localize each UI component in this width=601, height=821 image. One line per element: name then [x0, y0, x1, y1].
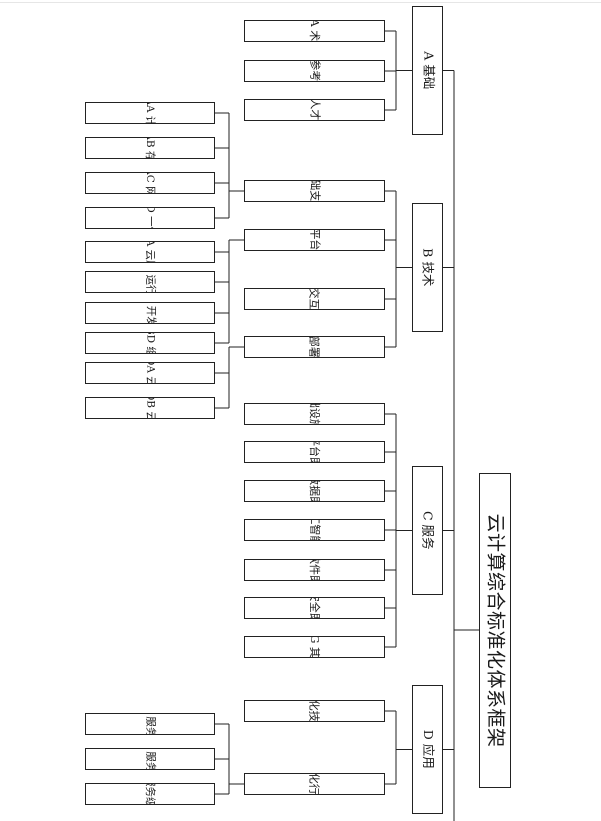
- node-eac-label: EAC 服务级别协议: [144, 784, 156, 804]
- node-ba-label: BA 基础支撑技术: [308, 181, 321, 201]
- node-c: C 服务: [412, 466, 443, 595]
- node-bbb-label: BBB 运行环境: [144, 272, 156, 292]
- node-bd-label: BD 部署技术: [308, 337, 321, 357]
- node-db-label: DB 云化行业应用: [308, 774, 321, 794]
- node-aa-label: AA 术语: [307, 20, 321, 42]
- node-d: D 应用: [412, 685, 443, 814]
- node-bc: BC 交互技术: [244, 288, 385, 310]
- node-bac-label: BAC 网络: [144, 173, 156, 193]
- node-ac: AC 人才培养: [244, 99, 385, 121]
- node-cb: CB 平台即服务: [244, 441, 385, 463]
- node-cc-label: CC 数据即服务: [308, 481, 321, 501]
- node-ce-label: CE 软件即服务: [308, 560, 321, 580]
- node-cc: CC 数据即服务: [244, 480, 385, 502]
- node-cf: CF 安全即服务: [244, 597, 385, 619]
- node-ca-label: CA 基础设施即服务: [308, 404, 321, 424]
- node-aa: AA 术语: [244, 20, 385, 42]
- node-ac-label: AC 人才培养: [308, 100, 321, 120]
- node-bac: BAC 网络: [85, 172, 215, 194]
- node-ab: AB 参考架构: [244, 60, 385, 82]
- node-cg-label: CG 其它: [307, 636, 321, 658]
- node-bbc-label: BBC 开发工具: [144, 303, 156, 323]
- node-bdb: BDB 云内: [85, 397, 215, 419]
- node-bab-label: BAB 存储: [144, 138, 156, 158]
- node-bb-label: BB 平台技术: [308, 230, 321, 250]
- node-bb: BB 平台技术: [244, 229, 385, 251]
- node-a-label: A 基础: [420, 51, 436, 90]
- node-bba: BBA 云原生: [85, 241, 215, 263]
- node-bad-label: BAD 一体化: [144, 208, 156, 228]
- node-eac: EAC 服务级别协议: [85, 783, 215, 805]
- node-bab: BAB 存储: [85, 137, 215, 159]
- node-c-label: C 服务: [420, 511, 436, 550]
- node-eaa: EAA 服务目录: [85, 713, 215, 735]
- node-bbb: BBB 运行环境: [85, 271, 215, 293]
- node-eab-label: EAB 服务采购: [144, 749, 156, 769]
- node-cd: CD 人工智能即服务: [244, 519, 385, 541]
- node-d-label: D 应用: [420, 730, 436, 769]
- node-eaa-label: EAA 服务目录: [144, 714, 156, 734]
- node-root-label: 云计算综合标准化体系框架: [484, 513, 507, 748]
- node-bbd-label: BBD 组件: [144, 333, 156, 353]
- node-ba: BA 基础支撑技术: [244, 180, 385, 202]
- node-baa-label: BAA 计算: [144, 103, 156, 123]
- node-eab: EAB 服务采购: [85, 748, 215, 770]
- node-ab-label: AB 参考架构: [308, 61, 321, 81]
- node-bc-label: BC 交互技术: [308, 289, 321, 309]
- node-b-label: B 技术: [420, 248, 436, 287]
- top-border-line: [0, 2, 601, 3]
- node-ca: CA 基础设施即服务: [244, 403, 385, 425]
- node-ce: CE 软件即服务: [244, 559, 385, 581]
- node-bd: BD 部署技术: [244, 336, 385, 358]
- node-cd-label: CD 人工智能即服务: [308, 520, 321, 540]
- node-baa: BAA 计算: [85, 102, 215, 124]
- node-db: DB 云化行业应用: [244, 773, 385, 795]
- node-da: DA 云化技术应用: [244, 700, 385, 722]
- node-bdb-label: BDB 云内: [144, 398, 156, 418]
- node-a: A 基础: [412, 6, 443, 135]
- node-bbc: BBC 开发工具: [85, 302, 215, 324]
- node-bbd: BBD 组件: [85, 332, 215, 354]
- node-cb-label: CB 平台即服务: [308, 442, 321, 462]
- node-bda: BDA 云际: [85, 362, 215, 384]
- node-cg: CG 其它: [244, 636, 385, 658]
- node-da-label: DA 云化技术应用: [308, 701, 321, 721]
- node-bba-label: BBA 云原生: [144, 242, 156, 262]
- node-root: 云计算综合标准化体系框架: [479, 473, 511, 788]
- node-cf-label: CF 安全即服务: [308, 598, 321, 618]
- node-b: B 技术: [412, 203, 443, 332]
- node-bda-label: BDA 云际: [144, 363, 156, 383]
- node-bad: BAD 一体化: [85, 207, 215, 229]
